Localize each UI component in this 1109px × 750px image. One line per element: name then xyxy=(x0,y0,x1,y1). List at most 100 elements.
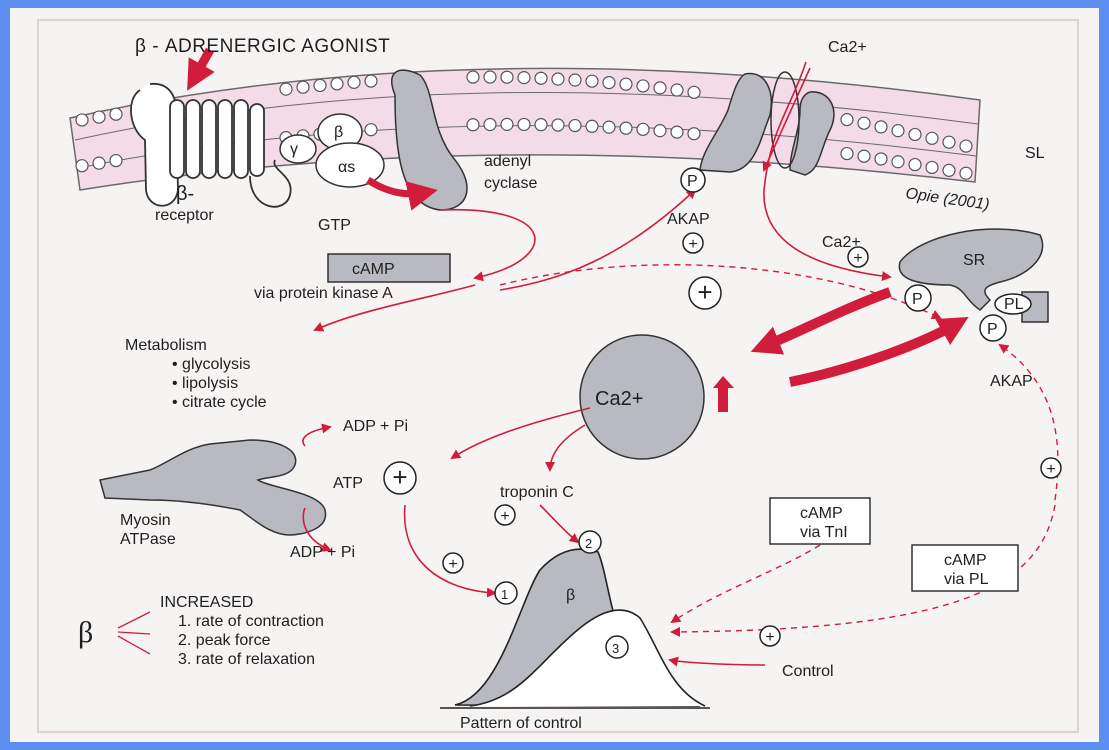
akap-label-1: AKAP xyxy=(667,211,710,228)
adp-top-label: ADP + Pi xyxy=(343,418,408,435)
lipid-head xyxy=(620,78,632,90)
lipid-head xyxy=(620,122,632,134)
sr-uptake-arrow xyxy=(790,322,960,382)
contraction-curves xyxy=(440,549,710,708)
sr-label: SR xyxy=(963,252,985,269)
lipid-head xyxy=(93,157,105,169)
lipid-head xyxy=(484,119,496,131)
ca-sr-label: Ca2+ xyxy=(822,234,861,251)
beta-curve-label: β xyxy=(566,587,575,604)
increased-label: INCREASED xyxy=(160,594,253,611)
beta-receptor-label-2: receptor xyxy=(155,207,214,224)
lipid-head xyxy=(365,75,377,87)
p-label-1: P xyxy=(687,173,698,190)
lipid-head xyxy=(858,150,870,162)
lipid-head xyxy=(671,84,683,96)
adp-bottom-label: ADP + Pi xyxy=(290,544,355,561)
lipid-head xyxy=(943,164,955,176)
lipid-head xyxy=(569,120,581,132)
camp-tni-label-2: via TnI xyxy=(800,524,848,541)
svg-text:+: + xyxy=(765,629,774,646)
lipid-head xyxy=(76,114,88,126)
lipid-head xyxy=(688,86,700,98)
camp-label: cAMP xyxy=(352,261,395,278)
increased-item-3: 3. rate of relaxation xyxy=(178,651,315,668)
citation: Opie (2001) xyxy=(904,185,990,214)
lipid-head xyxy=(110,108,122,120)
beta-subunit-label: β xyxy=(334,124,343,141)
p-label-3: P xyxy=(987,321,998,338)
lipid-head xyxy=(858,117,870,129)
lipid-head xyxy=(93,111,105,123)
svg-text:+: + xyxy=(1046,461,1055,478)
lipid-head xyxy=(501,118,513,130)
lipid-head xyxy=(637,123,649,135)
beta-receptor-label-1: β- xyxy=(176,183,194,205)
lipid-head xyxy=(586,75,598,87)
lipid-head xyxy=(518,72,530,84)
lipid-head xyxy=(586,120,598,132)
atp-label: ATP xyxy=(333,475,363,492)
camp-tni-label-1: cAMP xyxy=(800,505,843,522)
lipid-head xyxy=(535,119,547,131)
gamma-subunit xyxy=(280,135,316,163)
camp-pl-label-1: cAMP xyxy=(944,552,987,569)
lipid-head xyxy=(909,159,921,171)
lipid-head xyxy=(552,119,564,131)
lipid-head xyxy=(603,77,615,89)
lipid-head xyxy=(518,118,530,130)
p-label-2: P xyxy=(912,291,923,308)
lipid-head xyxy=(552,73,564,85)
calcium-center-label: Ca2+ xyxy=(595,388,643,410)
pattern-label: Pattern of control xyxy=(460,715,582,732)
lipid-head xyxy=(467,71,479,83)
sr-release-arrow xyxy=(760,292,890,348)
lipid-head xyxy=(365,124,377,136)
akap-right-label: AKAP xyxy=(990,373,1033,390)
metabolism-item-2: • lipolysis xyxy=(172,375,238,392)
number-3: 3 xyxy=(612,641,619,656)
ca-top-label: Ca2+ xyxy=(828,39,867,56)
lipid-head xyxy=(76,160,88,172)
lipid-head xyxy=(569,74,581,86)
lipid-head xyxy=(960,167,972,179)
lipid-head xyxy=(926,161,938,173)
lipid-head xyxy=(637,80,649,92)
control-label: Control xyxy=(782,663,834,680)
sl-label: SL xyxy=(1025,145,1045,162)
pka-label: via protein kinase A xyxy=(254,285,393,302)
troponin-label: troponin C xyxy=(500,484,574,501)
lipid-head xyxy=(501,71,513,83)
lipid-head xyxy=(841,148,853,160)
lipid-head xyxy=(467,119,479,131)
svg-text:+: + xyxy=(392,462,407,492)
lipid-head xyxy=(110,155,122,167)
gtp-label: GTP xyxy=(318,217,351,234)
lipid-head xyxy=(535,72,547,84)
lipid-head xyxy=(603,121,615,133)
alpha-s-label: αs xyxy=(338,159,355,176)
adenyl-label-2: cyclase xyxy=(484,175,537,192)
svg-text:+: + xyxy=(688,236,697,253)
beta-big-label: β xyxy=(78,616,93,649)
lipid-head xyxy=(841,114,853,126)
lipid-head xyxy=(875,153,887,165)
title: β - ADRENERGIC AGONIST xyxy=(135,36,390,57)
lipid-head xyxy=(943,136,955,148)
beta-lines xyxy=(118,612,150,654)
number-2: 2 xyxy=(585,536,592,551)
lipid-head xyxy=(960,140,972,152)
increased-item-1: 1. rate of contraction xyxy=(178,613,324,630)
svg-text:+: + xyxy=(448,556,457,573)
pl-label: PL xyxy=(1004,296,1024,313)
svg-text:+: + xyxy=(500,508,509,525)
lipid-head xyxy=(688,128,700,140)
number-1: 1 xyxy=(501,587,508,602)
svg-text:+: + xyxy=(853,250,862,267)
lipid-head xyxy=(348,76,360,88)
lipid-head xyxy=(671,126,683,138)
myosin-label-2: ATPase xyxy=(120,531,176,548)
gamma-label: γ xyxy=(290,141,298,158)
metabolism-label: Metabolism xyxy=(125,337,207,354)
